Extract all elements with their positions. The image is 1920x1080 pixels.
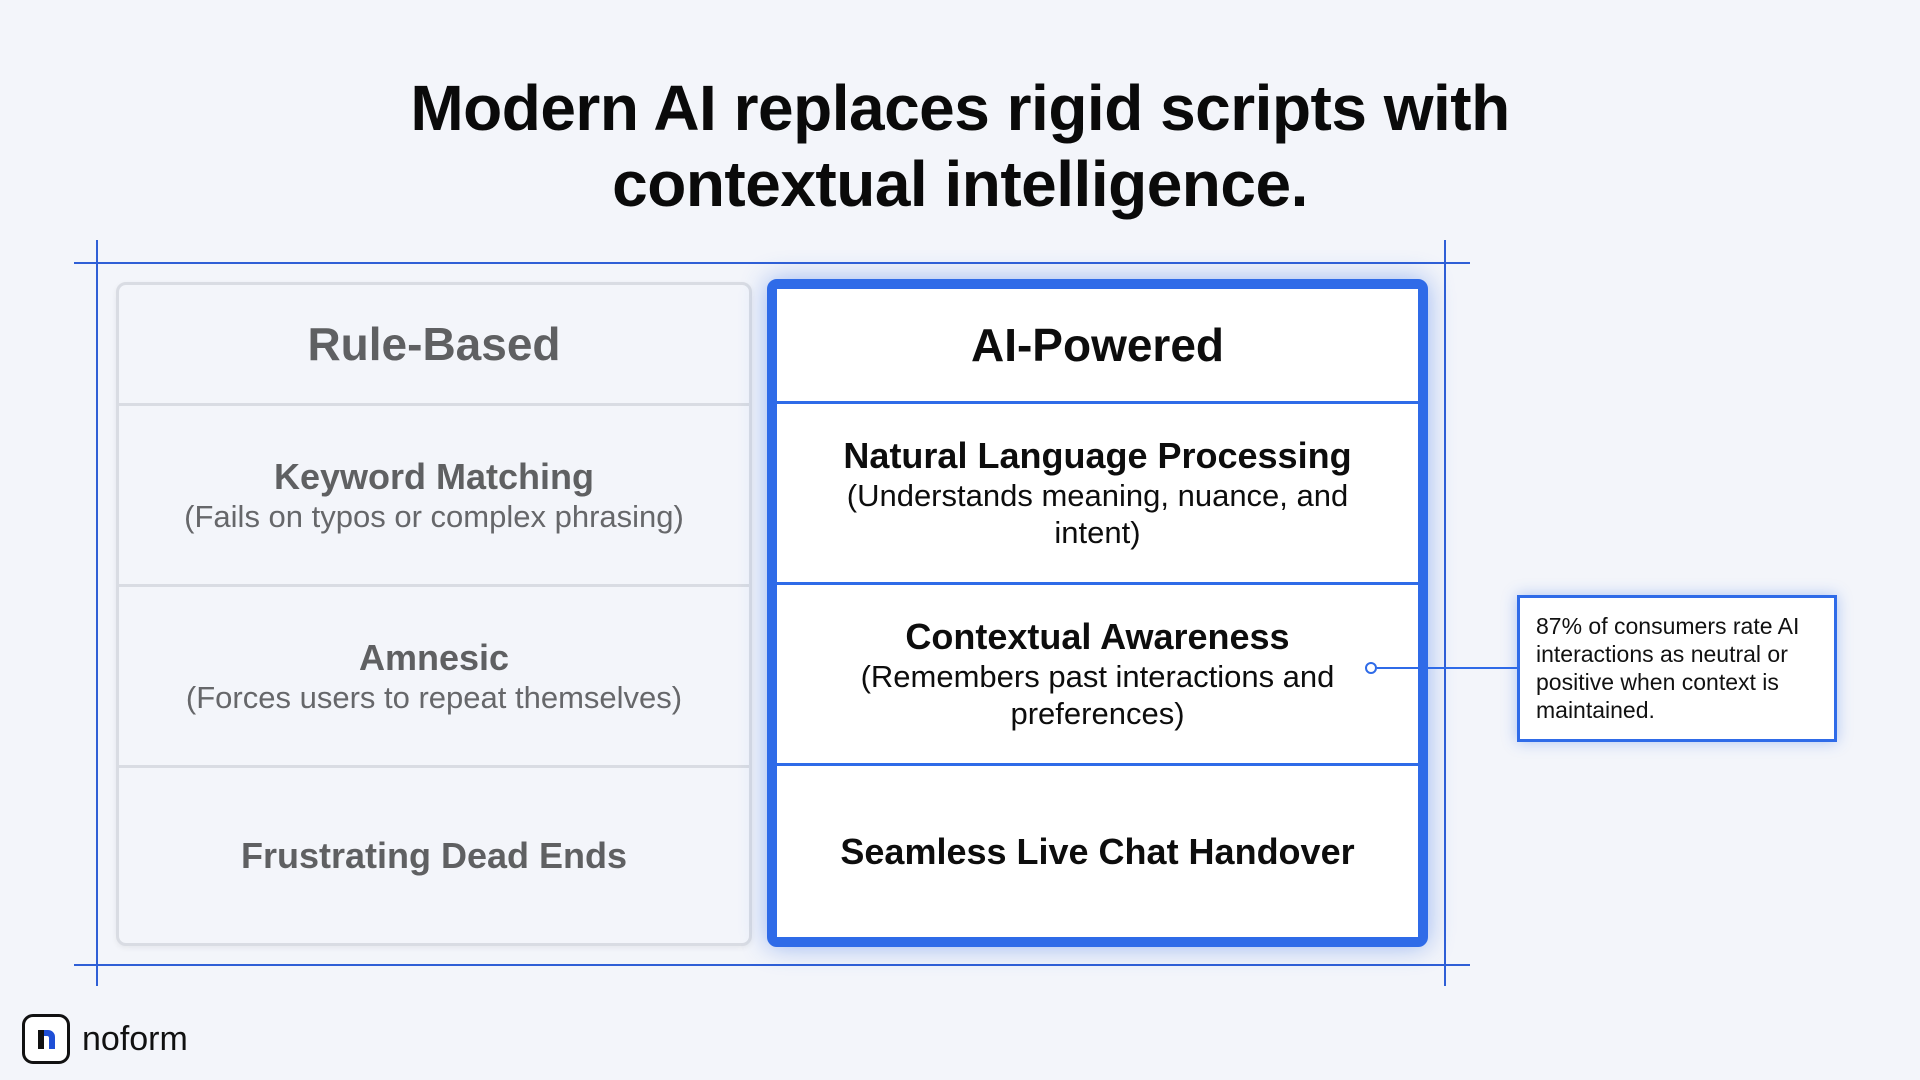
ai-powered-row-3: Seamless Live Chat Handover bbox=[777, 763, 1418, 937]
callout-anchor-dot bbox=[1365, 662, 1377, 674]
rule-based-row-2-subtitle: (Forces users to repeat themselves) bbox=[185, 679, 683, 715]
ai-powered-row-1: Natural Language Processing (Understands… bbox=[777, 401, 1418, 582]
stat-callout-text: 87% of consumers rate AI interactions as… bbox=[1536, 613, 1800, 723]
ai-powered-row-1-subtitle: (Understands meaning, nuance, and intent… bbox=[846, 478, 1349, 550]
rule-based-row-2-title: Amnesic bbox=[358, 636, 510, 678]
ai-powered-row-1-title: Natural Language Processing bbox=[843, 435, 1352, 476]
ai-powered-header: AI-Powered bbox=[970, 319, 1225, 371]
stat-callout: 87% of consumers rate AI interactions as… bbox=[1517, 595, 1837, 742]
rule-based-row-1-title: Keyword Matching bbox=[273, 455, 595, 497]
ai-powered-row-2-subtitle: (Remembers past interactions and prefere… bbox=[860, 659, 1335, 731]
rule-based-row-1: Keyword Matching (Fails on typos or comp… bbox=[119, 403, 749, 584]
page-title: Modern AI replaces rigid scripts with co… bbox=[0, 70, 1920, 222]
ai-powered-header-cell: AI-Powered bbox=[777, 289, 1418, 401]
guide-line-left bbox=[96, 240, 98, 986]
guide-line-right bbox=[1444, 240, 1446, 986]
ai-powered-row-3-title: Seamless Live Chat Handover bbox=[840, 830, 1355, 872]
ai-powered-row-2-title: Contextual Awareness bbox=[905, 616, 1290, 657]
rule-based-header: Rule-Based bbox=[307, 318, 561, 370]
brand: noform bbox=[22, 1013, 188, 1065]
ai-powered-column: AI-Powered Natural Language Processing (… bbox=[767, 279, 1428, 947]
guide-line-bottom bbox=[74, 964, 1470, 966]
noform-logo-icon bbox=[22, 1014, 70, 1064]
guide-line-top bbox=[74, 262, 1470, 264]
rule-based-row-1-subtitle: (Fails on typos or complex phrasing) bbox=[184, 498, 684, 534]
rule-based-column: Rule-Based Keyword Matching (Fails on ty… bbox=[116, 282, 752, 946]
rule-based-header-cell: Rule-Based bbox=[119, 285, 749, 403]
page-title-line-1: Modern AI replaces rigid scripts with bbox=[410, 72, 1510, 144]
page-title-line-2: contextual intelligence. bbox=[612, 148, 1308, 220]
rule-based-row-3: Frustrating Dead Ends bbox=[119, 765, 749, 943]
rule-based-row-3-title: Frustrating Dead Ends bbox=[240, 834, 628, 876]
rule-based-row-2: Amnesic (Forces users to repeat themselv… bbox=[119, 584, 749, 765]
callout-connector-line bbox=[1377, 667, 1517, 669]
brand-name: noform bbox=[82, 1020, 188, 1058]
noform-logo-glyph bbox=[38, 1030, 55, 1049]
ai-powered-row-2: Contextual Awareness (Remembers past int… bbox=[777, 582, 1418, 763]
